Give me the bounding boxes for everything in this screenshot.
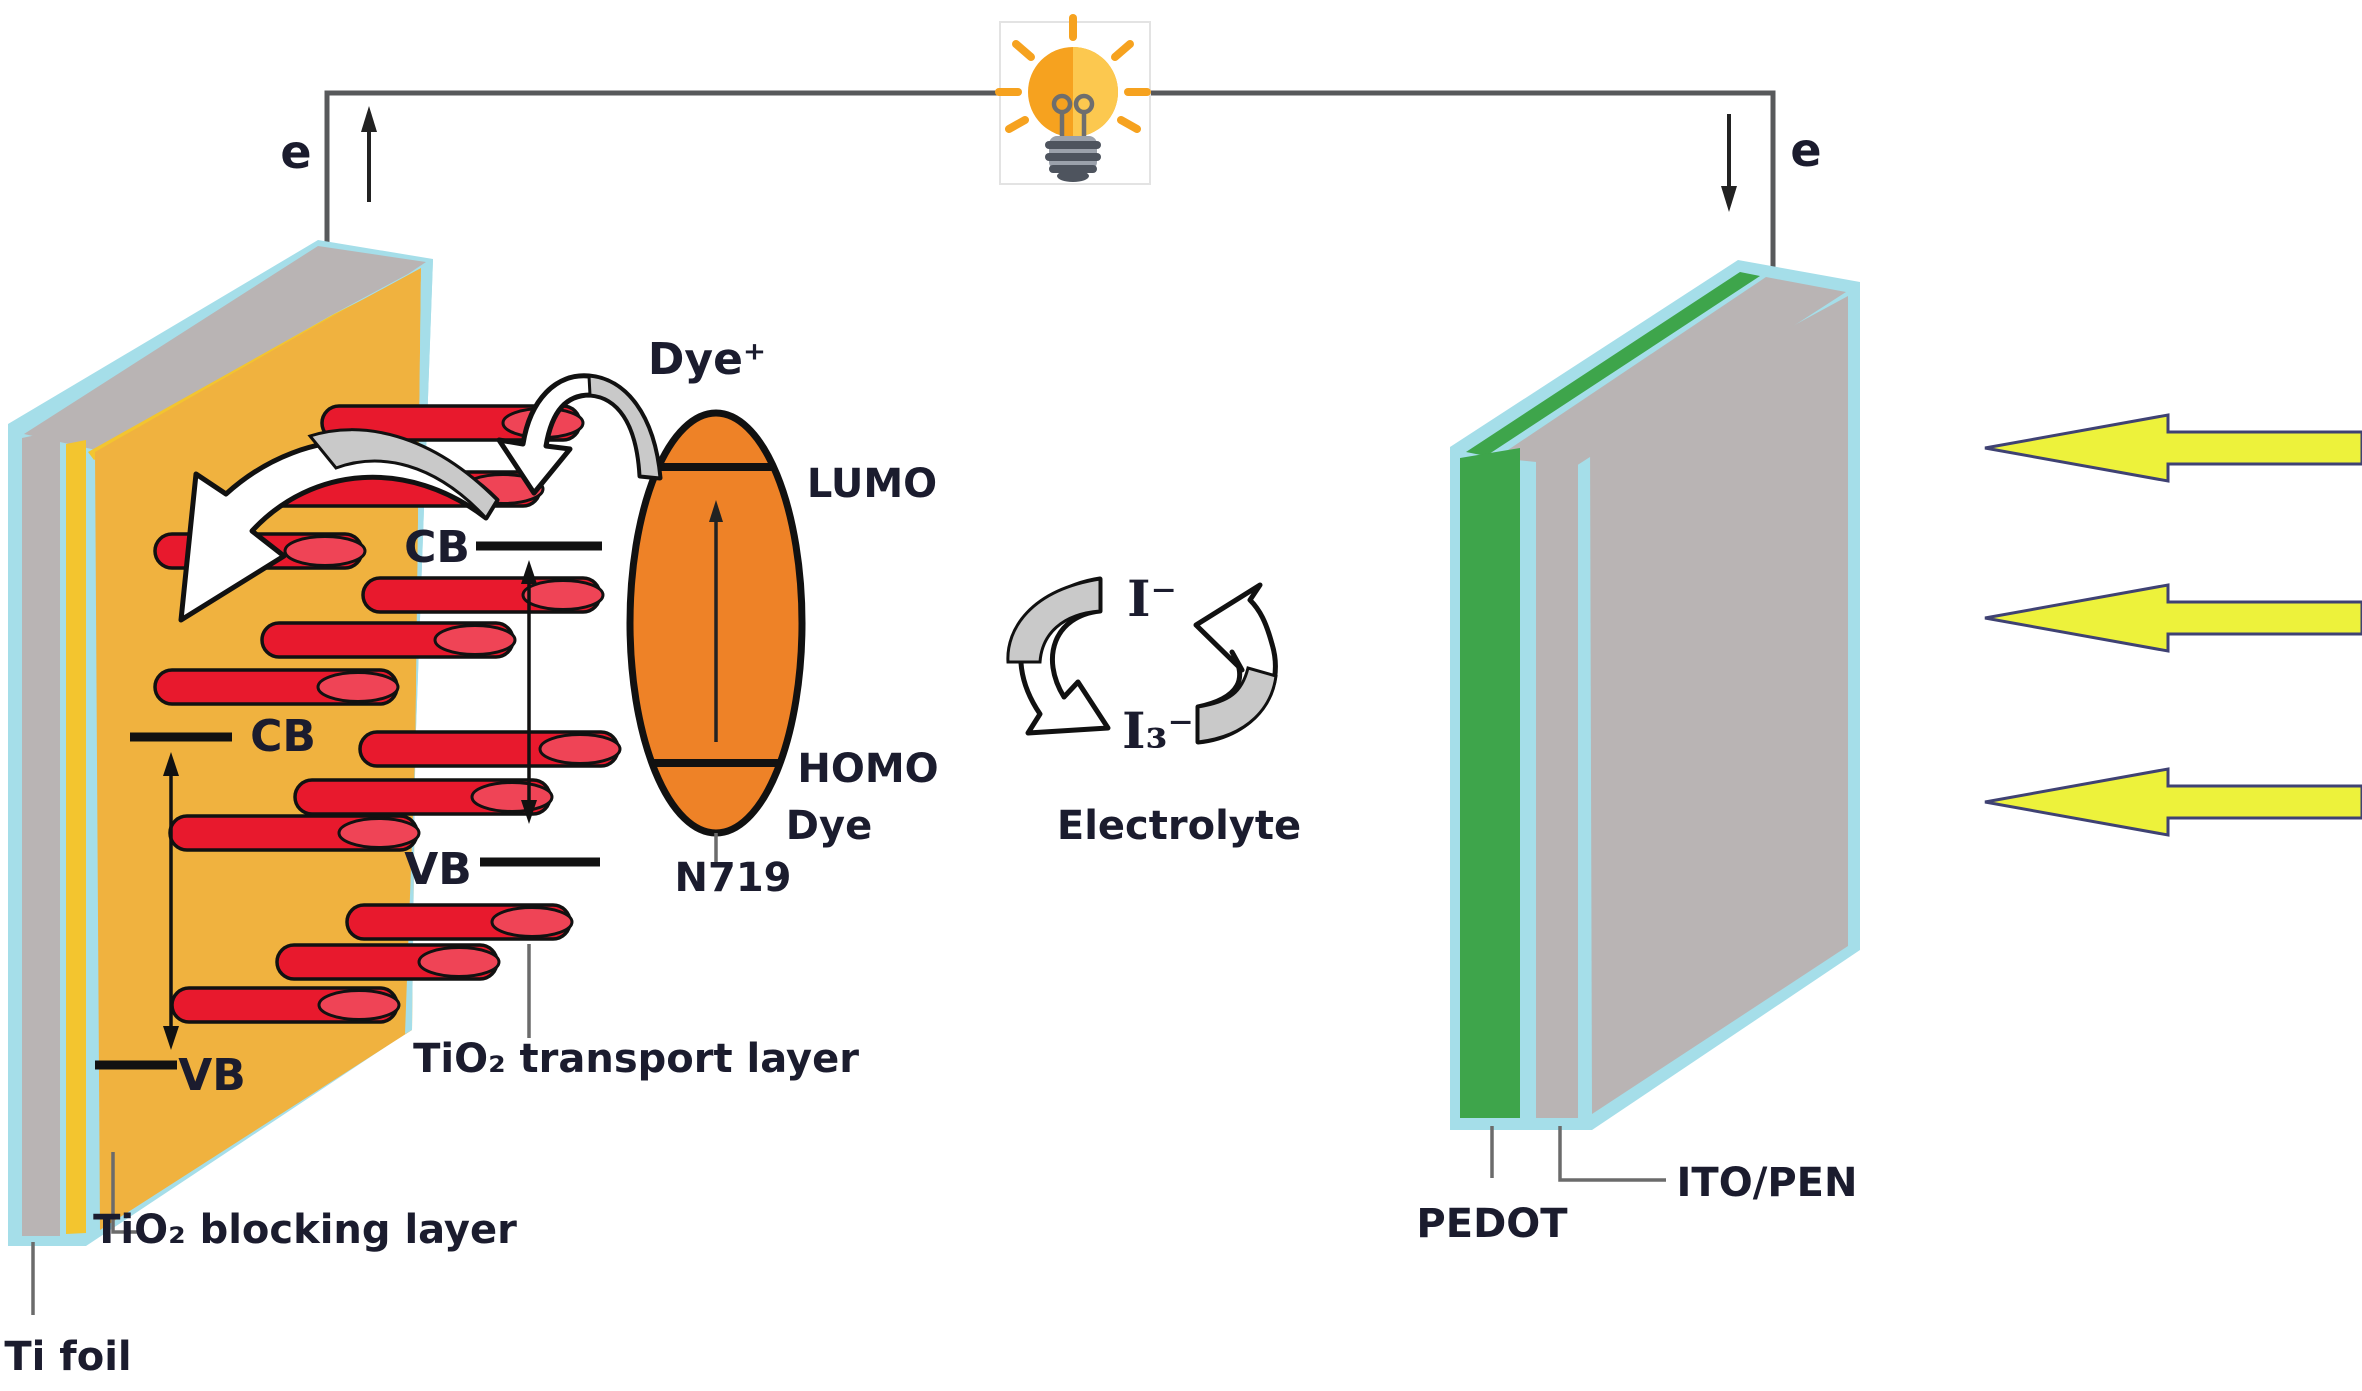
- transport-layer-label: TiO₂ transport layer: [413, 1036, 859, 1082]
- triiodide-label: I₃⁻: [1122, 701, 1194, 760]
- cb-transport-label: CB: [404, 522, 470, 573]
- tio2-nanorod: [345, 903, 574, 941]
- tio2-nanorod: [358, 730, 622, 768]
- cb-blocking-label: CB: [250, 711, 316, 762]
- light-bulb-icon: [995, 14, 1151, 185]
- homo-label: HOMO: [797, 746, 939, 792]
- pedot-top-band: [1466, 272, 1760, 456]
- electrolyte-label: Electrolyte: [1056, 803, 1302, 849]
- vb-blocking-label: VB: [178, 1050, 246, 1101]
- blocking-layer-edge-strip: [66, 440, 86, 1234]
- tio2-nanorod: [361, 576, 605, 614]
- ito-pen-leader-line: [1558, 1126, 1666, 1182]
- ti-foil-label: Ti foil: [4, 1334, 132, 1380]
- electron-flow-down-arrow: [1721, 114, 1737, 212]
- photoanode-top-face: [24, 246, 426, 450]
- lumo-label: LUMO: [806, 461, 938, 507]
- bandgap-arrow-blocking: [163, 752, 179, 1050]
- ti-foil-face: [22, 430, 60, 1236]
- pedot-face: [1460, 448, 1520, 1118]
- redox-cycle-arrow-right: [1193, 582, 1278, 745]
- ito-strip-face: [1536, 440, 1578, 1118]
- light-arrow-icon: [1984, 767, 2362, 837]
- light-arrow-icon: [1984, 413, 2362, 483]
- incident-light: [1984, 413, 2362, 837]
- bulb-filament: [1051, 93, 1095, 136]
- injection-ribbon-arrow: [496, 373, 663, 496]
- bulb-rays: [995, 14, 1151, 133]
- bandgap-arrow-transport: [521, 560, 537, 824]
- tio2-nanorod: [293, 778, 554, 816]
- dye-name-label: Dye: [785, 803, 873, 849]
- tio2-nanorod: [320, 404, 585, 442]
- electron-flow-up-arrow: [361, 106, 377, 202]
- tio2-nanorod: [153, 668, 400, 706]
- recombination-ribbon-arrow: [178, 428, 500, 623]
- excitation-arrow: [709, 500, 723, 742]
- tio2-nanorod: [170, 986, 401, 1024]
- iodide-label: I⁻: [1127, 569, 1177, 628]
- tio2-nanorod: [275, 943, 501, 981]
- pedot-label: PEDOT: [1416, 1201, 1568, 1247]
- n719-label: N719: [674, 855, 792, 901]
- electron-label-right: e: [1790, 123, 1822, 177]
- oxidized-dye-label: Dye⁺: [647, 334, 767, 385]
- counter-electrode-slab: [1450, 260, 1860, 1130]
- electron-label-left: e: [280, 125, 312, 179]
- light-arrow-icon: [1984, 583, 2362, 653]
- redox-cycle-arrow-left: [1006, 576, 1111, 736]
- tio2-nanorod: [168, 814, 421, 852]
- blocking-layer-label: TiO₂ blocking layer: [93, 1207, 517, 1253]
- ito-pen-face: [1590, 296, 1848, 1114]
- blocking-layer-leader-line: [111, 1152, 143, 1234]
- tio2-nanorod: [260, 621, 517, 659]
- counter-top-face: [1496, 277, 1846, 466]
- vb-transport-label: VB: [404, 844, 472, 895]
- ito-pen-label: ITO/PEN: [1676, 1160, 1858, 1206]
